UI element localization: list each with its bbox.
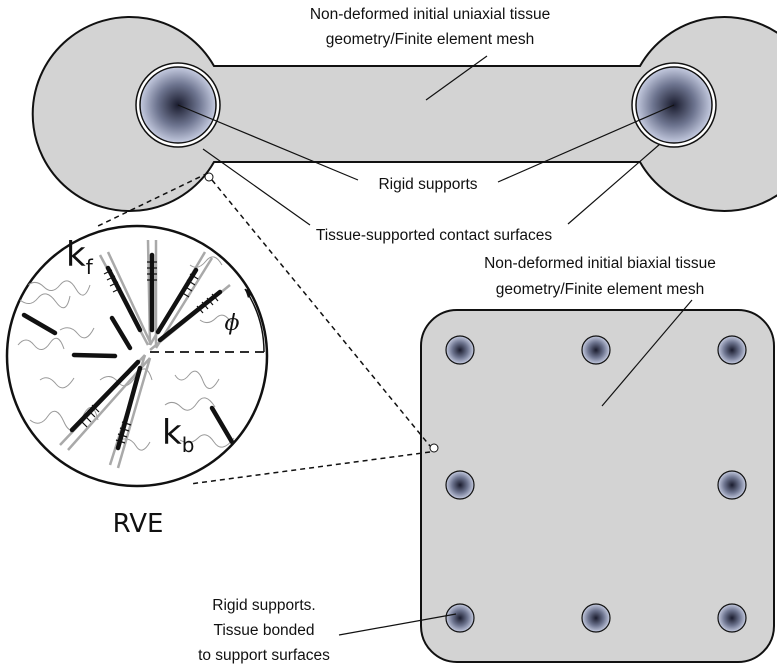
biaxial-rigid-supports — [445, 335, 747, 633]
k-b-symbol: kb — [162, 413, 194, 457]
biaxial-support — [717, 470, 747, 500]
rve-marker-biaxial — [429, 443, 439, 453]
biaxial-support — [445, 335, 475, 365]
biaxial-support — [445, 603, 475, 633]
wavy-fibers — [17, 256, 235, 451]
biaxial-support — [717, 603, 747, 633]
rve-label: RVE — [113, 509, 164, 539]
leader-lines — [177, 55, 693, 636]
rigid-supports-label: Rigid supports — [378, 176, 477, 193]
uniaxial-label-line2: geometry/Finite element mesh — [326, 31, 534, 48]
fiber-springs — [21, 252, 235, 451]
biaxial-support — [445, 470, 475, 500]
biaxial-support — [581, 603, 611, 633]
bonded-label-line1: Rigid supports. — [212, 597, 315, 614]
phi-symbol: ϕ — [225, 311, 240, 336]
k-f-symbol: kf — [66, 235, 94, 279]
contact-surfaces-label: Tissue-supported contact surfaces — [316, 227, 553, 244]
uniaxial-label-line1: Non-deformed initial uniaxial tissue — [310, 6, 550, 23]
biaxial-tissue-outline — [420, 309, 775, 663]
biaxial-label-line1: Non-deformed initial biaxial tissue — [484, 255, 716, 272]
bonded-label-line3: to support surfaces — [198, 647, 330, 664]
biaxial-support — [717, 335, 747, 365]
zoom-lines — [95, 172, 431, 485]
biaxial-tissue-geometry — [420, 309, 775, 663]
biaxial-support — [581, 335, 611, 365]
spring-coils — [79, 261, 219, 444]
bonded-label-line2: Tissue bonded — [213, 622, 314, 639]
labels: Non-deformed initial uniaxial tissue geo… — [66, 6, 716, 664]
rve-marker-uniaxial — [204, 172, 214, 182]
rve-detail — [5, 224, 269, 488]
rve-circle — [5, 224, 269, 488]
biaxial-label-line2: geometry/Finite element mesh — [496, 281, 704, 298]
